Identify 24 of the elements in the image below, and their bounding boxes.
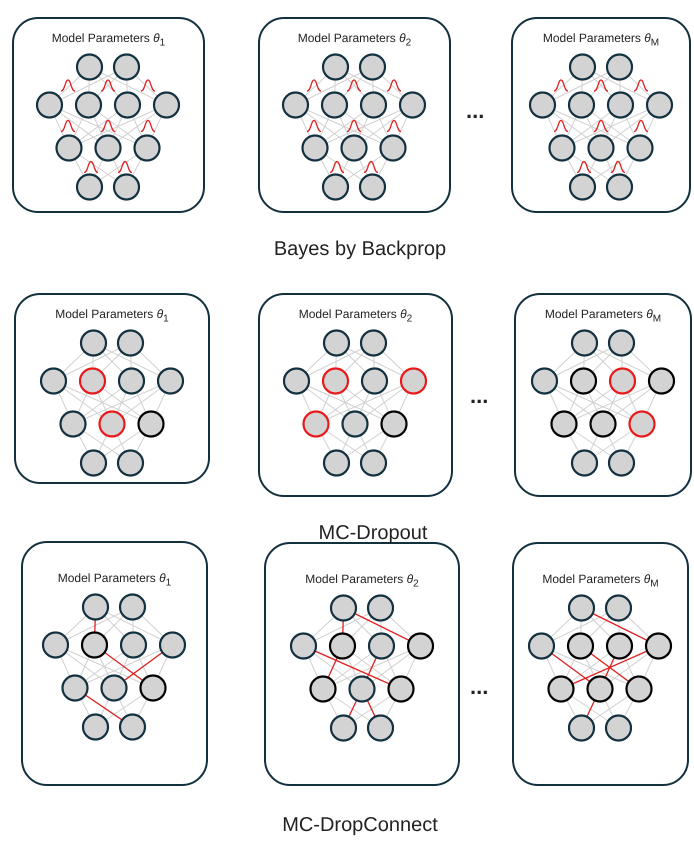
model-panel [14, 293, 210, 484]
model-panel [21, 541, 208, 786]
model-panel [258, 17, 451, 213]
model-panel [258, 293, 453, 497]
ellipsis: ... [466, 98, 484, 124]
section-title: MC-Dropout [318, 522, 428, 545]
model-panel [264, 542, 460, 786]
section-title: Bayes by Backprop [274, 238, 446, 261]
ellipsis: ... [470, 383, 488, 409]
panel-title: Model Parameters θ$_{2}$ [298, 307, 412, 324]
model-panel [12, 17, 205, 213]
panel-title: Model Parameters θ$_{1}$ [58, 571, 172, 588]
section-title: MC-DropConnect [282, 814, 438, 837]
model-panel [512, 542, 689, 786]
panel-title: Model Parameters θ$_{2}$ [298, 31, 412, 48]
panel-title: Model Parameters θ$_{M}$ [544, 307, 662, 324]
model-panel [514, 293, 692, 497]
panel-title: Model Parameters θ$_{M}$ [542, 31, 660, 48]
panel-title: Model Parameters θ$_{M}$ [542, 572, 659, 590]
ellipsis: ... [470, 674, 488, 700]
panel-title: Model Parameters θ$_{1}$ [52, 31, 166, 48]
panel-title: Model Parameters θ$_{2}$ [305, 572, 419, 590]
model-panel [511, 17, 691, 213]
panel-title: Model Parameters θ$_{1}$ [55, 307, 169, 324]
